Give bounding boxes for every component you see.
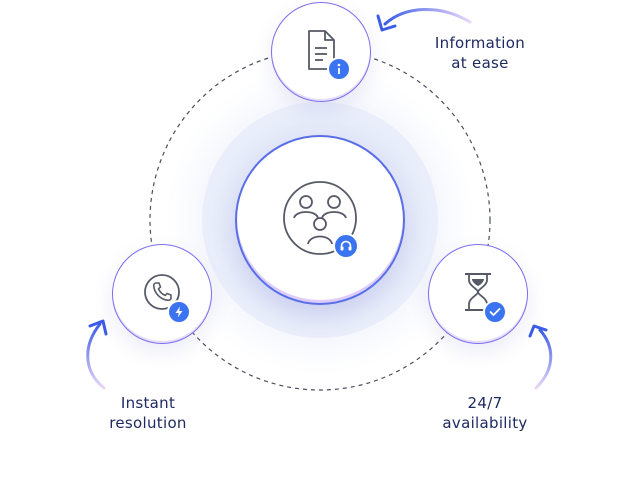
lightning-icon: [167, 300, 191, 324]
node-instant-resolution: [112, 244, 212, 344]
arrow-top: [376, 8, 472, 32]
check-icon: [483, 300, 507, 324]
center-node: [235, 135, 405, 305]
label-instant-resolution: Instant resolution: [88, 393, 208, 433]
document-icon: [301, 28, 341, 76]
node-availability: [428, 244, 528, 344]
arrow-right: [528, 324, 553, 390]
label-information: Information at ease: [420, 33, 540, 73]
arrow-left: [86, 319, 108, 390]
label-instant-line2: resolution: [109, 414, 187, 432]
label-availability: 24/7 availability: [425, 393, 545, 433]
support-team-icon: [280, 178, 360, 262]
info-icon: [327, 57, 351, 81]
label-information-line1: Information: [434, 34, 526, 52]
phone-icon: [142, 272, 182, 316]
headset-icon: [333, 233, 359, 259]
label-availability-line2: availability: [442, 414, 528, 432]
label-availability-line1: 24/7: [467, 394, 503, 412]
label-information-line2: at ease: [451, 54, 509, 72]
label-instant-line1: Instant: [120, 394, 176, 412]
node-information: [271, 2, 371, 102]
